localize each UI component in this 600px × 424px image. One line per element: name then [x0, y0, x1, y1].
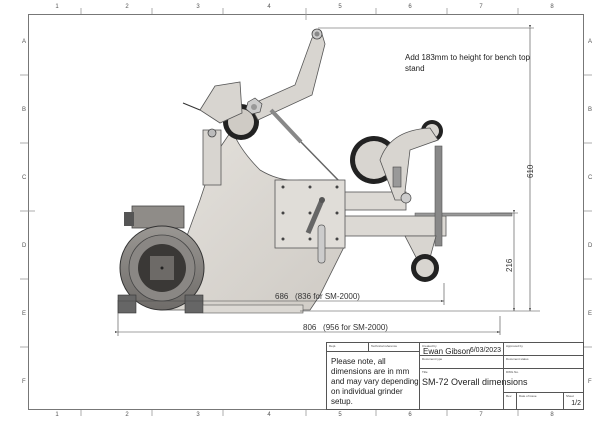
dim-length-total-value: 806 — [303, 323, 317, 332]
dim-height-total: 610 — [526, 164, 535, 178]
column-number: 1 — [55, 4, 59, 10]
column-number: 8 — [550, 4, 554, 10]
dwg-no-cell: DWG No. — [503, 368, 584, 393]
column-number: 7 — [479, 412, 483, 418]
row-letter: A — [22, 39, 27, 45]
approved-cell: Approved by — [503, 342, 584, 356]
lever-handle — [305, 199, 325, 234]
motor-junction-box — [131, 205, 185, 229]
grid-ticks — [20, 8, 592, 416]
column-number: 2 — [125, 412, 129, 418]
doc-type-cell: Document type — [419, 355, 504, 369]
gas-strut — [269, 108, 303, 144]
column-number: 2 — [125, 4, 129, 10]
note-cell: Please note, all dimensions are in mm an… — [326, 351, 420, 410]
row-letter: D — [588, 243, 593, 249]
dim-length-inner-alt: (836 for SM-2000) — [295, 292, 360, 301]
dimension-lines — [115, 25, 540, 336]
column-number: 3 — [196, 412, 200, 418]
date-issue-cell: Date of issue — [516, 392, 564, 410]
dim-length-inner-value: 686 — [275, 292, 289, 301]
lock-handle — [317, 224, 326, 264]
sheet-number: 1/2 — [571, 400, 581, 407]
created-date: 6/03/2023 — [469, 347, 501, 354]
tool-arm-lower — [339, 215, 447, 237]
dimensions-note: Please note, all dimensions are in mm an… — [331, 357, 419, 406]
column-number: 6 — [408, 412, 412, 418]
row-letter: A — [588, 39, 593, 45]
row-letter: F — [22, 379, 26, 385]
row-letter: C — [22, 175, 27, 181]
dim-length-total: 806 (956 for SM-2000) — [303, 323, 388, 332]
column-number: 5 — [338, 4, 342, 10]
tension-arm — [249, 33, 326, 121]
drawing-title: SM-72 Overall dimensions — [422, 377, 528, 387]
base — [202, 304, 304, 314]
row-letter: E — [588, 311, 593, 317]
column-number: 4 — [267, 4, 271, 10]
row-letter: D — [22, 243, 27, 249]
row-letter: E — [22, 311, 27, 317]
title-cell: Title SM-72 Overall dimensions — [419, 368, 528, 410]
created-by-cell: Created by Ewan Gibson 6/03/2023 — [419, 342, 504, 356]
column-number: 7 — [479, 4, 483, 10]
table-plate — [414, 212, 513, 217]
guard — [199, 81, 243, 124]
column-number: 1 — [55, 412, 59, 418]
row-letter: F — [588, 379, 592, 385]
sheet-cell: Sheet 1/2 — [563, 392, 584, 410]
column-number: 5 — [338, 412, 342, 418]
column-number: 6 — [408, 4, 412, 10]
created-by: Ewan Gibson — [423, 347, 471, 356]
row-letter: B — [22, 107, 27, 113]
dim-table-height: 216 — [505, 258, 514, 272]
upright-post — [202, 129, 222, 186]
bench-note: Add 183mm to height for bench top stand — [405, 53, 530, 73]
title-block: Dept. Technical reference Please note, a… — [326, 342, 584, 410]
column-number: 4 — [267, 412, 271, 418]
column-number: 3 — [196, 4, 200, 10]
column-number: 8 — [550, 412, 554, 418]
row-letter: C — [588, 175, 593, 181]
rev-cell: Rev. — [503, 392, 517, 410]
dim-length-inner: 686 (836 for SM-2000) — [275, 292, 360, 301]
row-letter: B — [588, 107, 593, 113]
doc-status-cell: Document status — [503, 355, 584, 369]
dim-length-total-alt: (956 for SM-2000) — [323, 323, 388, 332]
